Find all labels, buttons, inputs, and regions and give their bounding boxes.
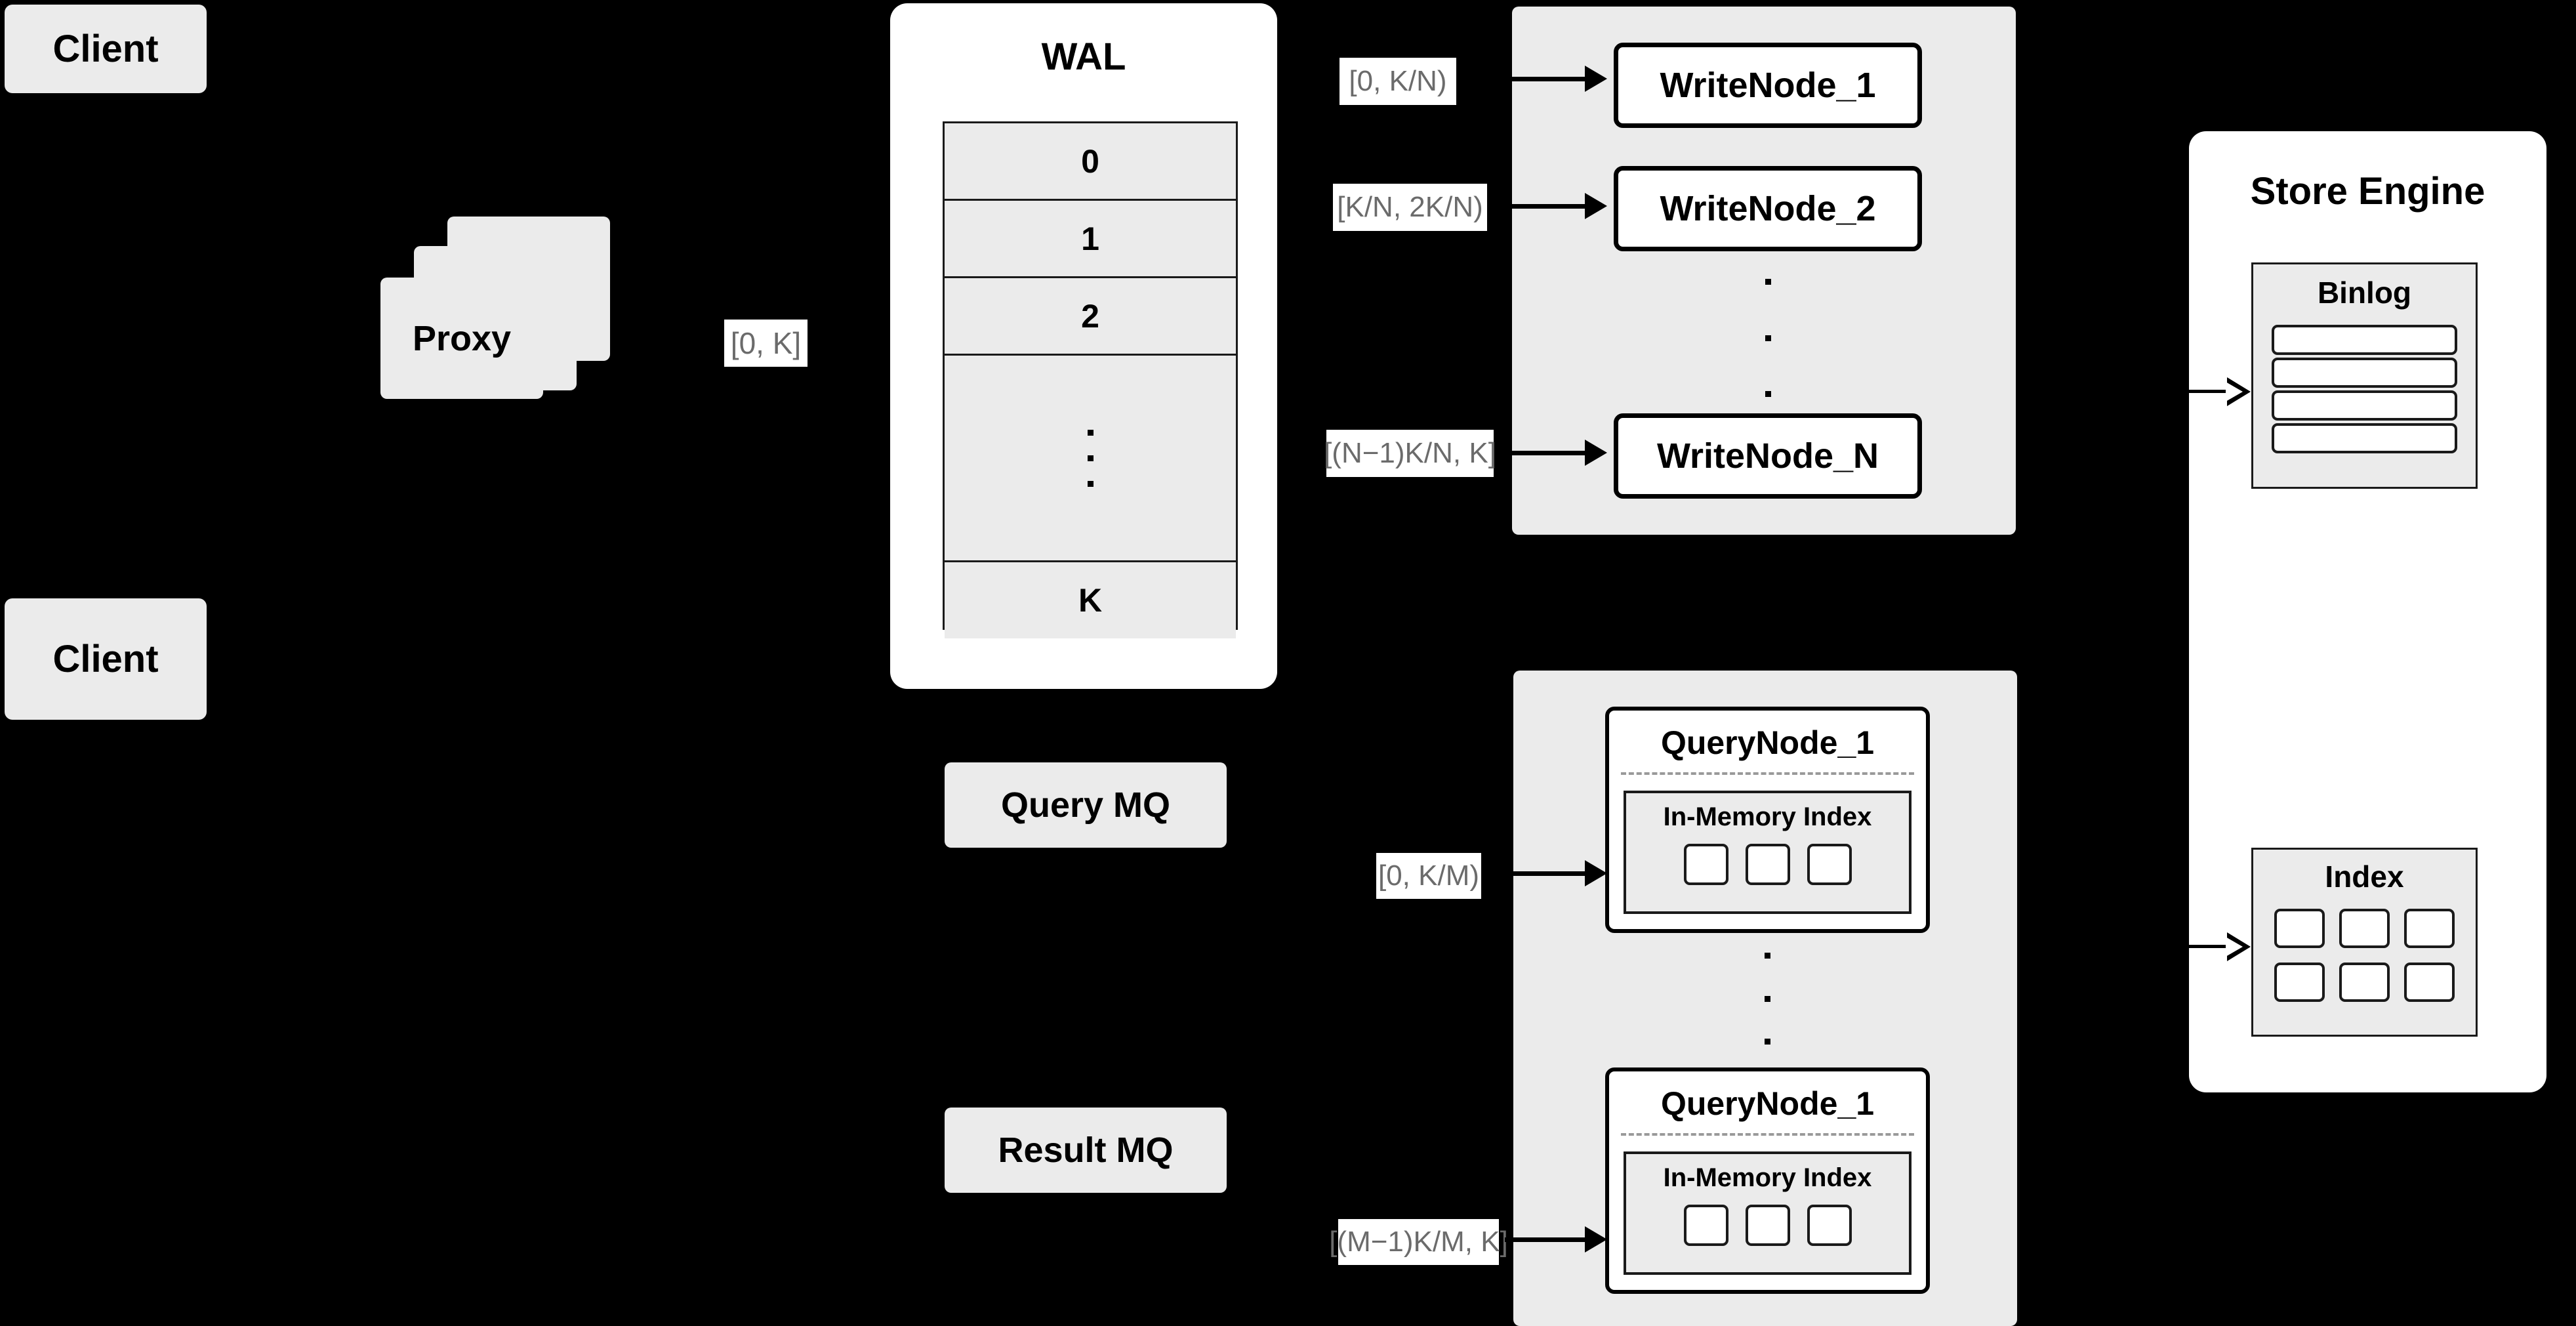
wal-entry-row[interactable]: 2 bbox=[945, 278, 1236, 356]
index-cell[interactable] bbox=[1683, 844, 1728, 885]
arrow-head-open-icon bbox=[2226, 377, 2251, 406]
query-cluster-panel: QueryNode_1 In-Memory Index bbox=[1513, 671, 2017, 1326]
arrow-to-query-node-1 bbox=[1488, 871, 1586, 876]
index-cell[interactable] bbox=[2274, 963, 2325, 1002]
arrow-to-query-node-m bbox=[1505, 1237, 1586, 1242]
result-mq-label: Result MQ bbox=[998, 1130, 1174, 1170]
arrow-head-open-icon bbox=[2226, 932, 2251, 961]
arrow-head-icon bbox=[1585, 66, 1607, 92]
index-group: Index bbox=[2251, 848, 2478, 1037]
in-memory-index-cells bbox=[1626, 1205, 1909, 1246]
ellipsis-dot-icon bbox=[1765, 391, 1771, 397]
write-cluster-panel: WriteNode_1 WriteNode_2 WriteNode_N bbox=[1512, 7, 2016, 535]
wal-entry-row[interactable]: K bbox=[945, 562, 1236, 638]
wal-entry-ellipsis bbox=[945, 356, 1236, 562]
query-cluster-ellipsis bbox=[1605, 953, 1930, 1045]
store-engine-panel: Store Engine Binlog Index bbox=[2189, 131, 2546, 1092]
in-memory-index-title: In-Memory Index bbox=[1663, 802, 1872, 831]
ellipsis-dot-icon bbox=[1087, 429, 1094, 436]
arrow-to-write-node-2 bbox=[1494, 204, 1586, 209]
index-grid-row bbox=[2274, 909, 2455, 948]
query-node-1-title: QueryNode_1 bbox=[1660, 724, 1875, 761]
index-cell[interactable] bbox=[2404, 963, 2455, 1002]
binlog-row[interactable] bbox=[2272, 423, 2457, 453]
write-node-1[interactable]: WriteNode_1 bbox=[1614, 43, 1922, 128]
index-cell[interactable] bbox=[1807, 1205, 1852, 1246]
proxy-node[interactable]: Proxy bbox=[380, 217, 643, 433]
proxy-label: Proxy bbox=[412, 318, 512, 358]
wal-entry-row[interactable]: 1 bbox=[945, 201, 1236, 278]
client-node-2[interactable]: Client bbox=[5, 598, 207, 720]
proxy-stack-layer-1[interactable]: Proxy bbox=[380, 278, 543, 399]
ellipsis-dot-icon bbox=[1087, 480, 1094, 487]
write-node-2-range-label: [K/N, 2K/N) bbox=[1333, 184, 1487, 231]
arrow-head-icon bbox=[1585, 193, 1607, 219]
client-node-2-label: Client bbox=[52, 638, 159, 680]
wal-title: WAL bbox=[1041, 35, 1126, 78]
arrow-to-write-node-n bbox=[1501, 451, 1586, 455]
query-node-m-in-memory-index: In-Memory Index bbox=[1624, 1151, 1912, 1275]
index-cell[interactable] bbox=[2274, 909, 2325, 948]
index-cell[interactable] bbox=[2339, 909, 2390, 948]
query-node-1-range-label: [0, K/M) bbox=[1376, 853, 1481, 899]
binlog-row[interactable] bbox=[2272, 390, 2457, 421]
wal-entry-row[interactable]: 0 bbox=[945, 123, 1236, 201]
proxy-range-label: [0, K] bbox=[724, 320, 808, 367]
arrow-head-icon bbox=[1585, 440, 1607, 466]
binlog-row[interactable] bbox=[2272, 358, 2457, 388]
query-mq-node[interactable]: Query MQ bbox=[945, 762, 1227, 848]
arrow-head-icon bbox=[1585, 1226, 1607, 1253]
client-node-1-label: Client bbox=[52, 28, 159, 70]
ellipsis-dot-icon bbox=[1087, 455, 1094, 461]
store-engine-title: Store Engine bbox=[2250, 170, 2485, 213]
binlog-group: Binlog bbox=[2251, 262, 2478, 489]
ellipsis-dot-icon bbox=[1765, 995, 1770, 1002]
write-node-2-label: WriteNode_2 bbox=[1660, 189, 1876, 228]
wal-panel: WAL 0 1 2 K bbox=[890, 3, 1277, 689]
write-node-n-range-label: [(N−1)K/N, K] bbox=[1324, 430, 1496, 477]
write-node-1-label: WriteNode_1 bbox=[1660, 66, 1876, 105]
query-node-1[interactable]: QueryNode_1 In-Memory Index bbox=[1605, 707, 1930, 933]
write-node-n-label: WriteNode_N bbox=[1656, 436, 1879, 476]
result-mq-node[interactable]: Result MQ bbox=[945, 1108, 1227, 1193]
index-cell[interactable] bbox=[2339, 963, 2390, 1002]
write-node-2[interactable]: WriteNode_2 bbox=[1614, 166, 1922, 251]
arrow-to-binlog bbox=[2189, 390, 2228, 393]
binlog-title: Binlog bbox=[2317, 276, 2412, 310]
index-grid bbox=[2274, 909, 2455, 1002]
arrow-to-write-node-1 bbox=[1464, 77, 1586, 81]
write-node-n[interactable]: WriteNode_N bbox=[1614, 413, 1922, 499]
ellipsis-dot-icon bbox=[1765, 1039, 1770, 1045]
index-cell[interactable] bbox=[1807, 844, 1852, 885]
index-cell[interactable] bbox=[1745, 844, 1790, 885]
query-node-m-title: QueryNode_1 bbox=[1660, 1085, 1875, 1122]
query-node-m[interactable]: QueryNode_1 In-Memory Index bbox=[1605, 1067, 1930, 1294]
query-node-m-separator bbox=[1621, 1133, 1914, 1136]
binlog-rows bbox=[2272, 325, 2457, 453]
index-cell[interactable] bbox=[1745, 1205, 1790, 1246]
client-node-1[interactable]: Client bbox=[5, 5, 207, 93]
in-memory-index-cells bbox=[1626, 844, 1909, 885]
index-title: Index bbox=[2325, 860, 2404, 894]
write-node-1-range-label: [0, K/N) bbox=[1339, 58, 1456, 105]
wal-entry-table: 0 1 2 K bbox=[943, 121, 1238, 638]
query-mq-label: Query MQ bbox=[1000, 785, 1171, 825]
ellipsis-dot-icon bbox=[1765, 953, 1770, 959]
query-node-1-in-memory-index: In-Memory Index bbox=[1624, 791, 1912, 914]
ellipsis-dot-icon bbox=[1765, 335, 1771, 341]
ellipsis-dot-icon bbox=[1765, 279, 1771, 285]
write-cluster-ellipsis bbox=[1614, 279, 1922, 397]
index-cell[interactable] bbox=[2404, 909, 2455, 948]
arrow-head-icon bbox=[1585, 860, 1607, 886]
index-cell[interactable] bbox=[1683, 1205, 1728, 1246]
query-node-1-separator bbox=[1621, 772, 1914, 775]
arrow-to-index bbox=[2189, 945, 2228, 948]
in-memory-index-title: In-Memory Index bbox=[1663, 1163, 1872, 1192]
binlog-row[interactable] bbox=[2272, 325, 2457, 355]
query-node-m-range-label: [(M−1)K/M, K] bbox=[1329, 1219, 1508, 1265]
index-grid-row bbox=[2274, 963, 2455, 1002]
